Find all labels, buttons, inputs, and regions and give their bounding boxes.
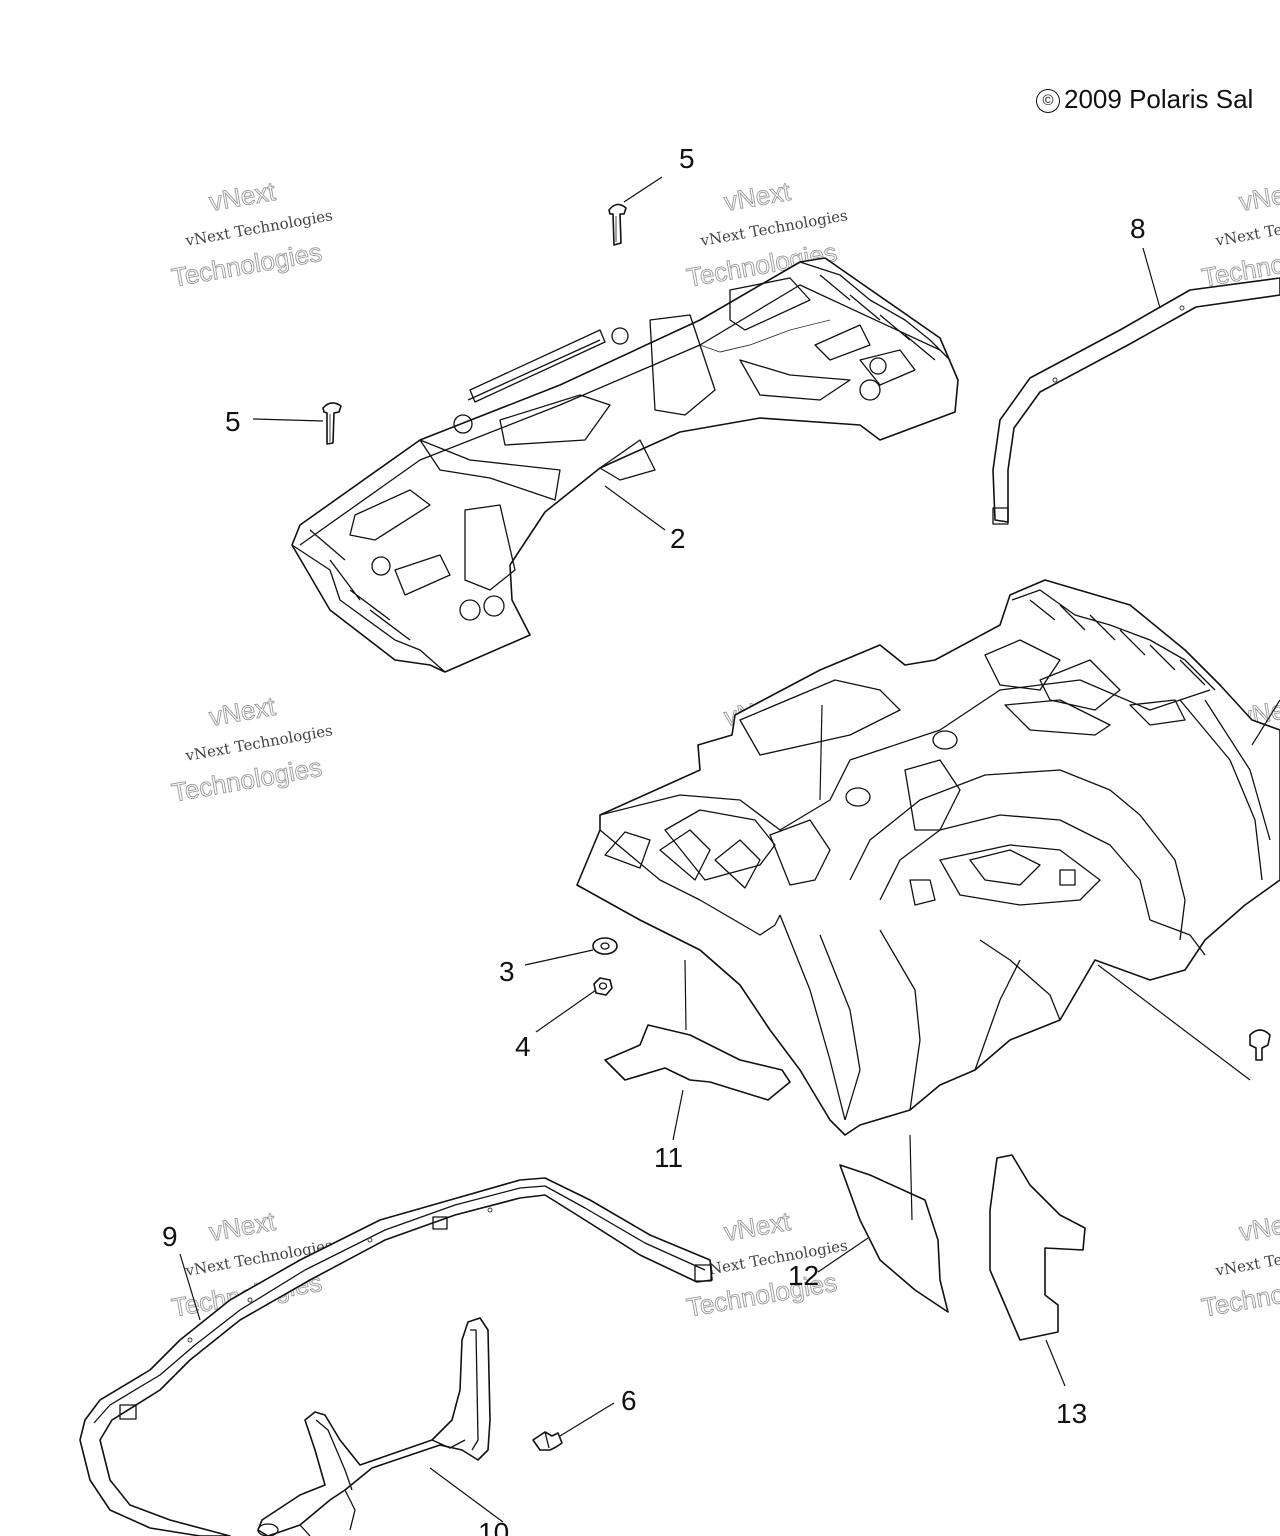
part-6-bolt	[532, 1431, 563, 1451]
leader-3	[524, 949, 594, 966]
leader-2	[604, 485, 666, 531]
leader-12	[817, 1237, 869, 1273]
leader-10	[429, 1467, 504, 1523]
part-2-front-rack	[291, 257, 959, 673]
watermark-outline-top: vNext	[1237, 176, 1280, 217]
part-13-panel	[989, 1154, 1086, 1341]
callout-12: 12	[788, 1260, 819, 1291]
leader-right-fastener	[1097, 964, 1251, 1081]
leader-right-body	[1251, 699, 1280, 746]
leader-12-up	[909, 1134, 913, 1221]
callout-9: 9	[162, 1221, 178, 1252]
leader-9	[179, 1253, 201, 1321]
watermark-1: vNext vNext Technologies Technologies	[169, 175, 334, 293]
part-9-rear-bumper-tube	[79, 1177, 713, 1536]
leader-rack-center	[819, 704, 823, 801]
callout-2: 2	[670, 523, 686, 554]
leader-lines	[179, 176, 1280, 1523]
part-5-bolt-left	[322, 402, 342, 445]
part-rear-fender-body	[576, 579, 1280, 1136]
callout-13: 13	[1056, 1398, 1087, 1429]
callout-3: 3	[499, 956, 515, 987]
leader-5-top	[623, 176, 663, 203]
leader-8	[1142, 247, 1161, 309]
leader-6	[559, 1402, 615, 1437]
watermark-4: vNext vNext Technologies Technologies	[169, 690, 334, 808]
callout-11: 11	[654, 1142, 683, 1173]
watermark-9: vNext vNext Technologies Technologies	[1199, 1205, 1280, 1323]
copyright-symbol: ©	[1036, 89, 1060, 113]
copyright-text: 2009 Polaris Sal	[1064, 84, 1254, 114]
leader-4	[535, 989, 597, 1033]
callout-5-top: 5	[679, 143, 695, 174]
watermark-outline-top: vNext	[207, 691, 278, 732]
leader-13	[1045, 1339, 1066, 1387]
callout-10: 10	[478, 1517, 509, 1536]
leader-11	[672, 1089, 684, 1141]
callout-6: 6	[621, 1385, 637, 1416]
part-11-pad	[604, 1024, 791, 1101]
watermark-outline-top: vNext	[1237, 1206, 1280, 1247]
leader-11-up	[684, 959, 687, 1031]
callout-4: 4	[515, 1031, 531, 1062]
leader-5-left	[252, 418, 324, 422]
callout-8: 8	[1130, 213, 1146, 244]
callout-labels: 5 5 8 2 3 4 11 9 12 6 13 10	[162, 143, 1146, 1536]
part-3-washer	[592, 937, 618, 955]
part-10-rear-bracket	[257, 1317, 491, 1536]
part-12-panel	[839, 1164, 949, 1313]
watermark-outline-top: vNext	[207, 176, 278, 217]
part-5-bolt-top	[608, 203, 627, 246]
watermark-outline-top: vNext	[722, 176, 793, 217]
part-4-nut	[593, 977, 613, 996]
fastener-right-edge	[1249, 1029, 1271, 1061]
part-8-front-bumper-tube	[992, 277, 1280, 525]
copyright-notice: ©2009 Polaris Sal	[1036, 84, 1253, 115]
watermark-outline-top: vNext	[207, 1206, 278, 1247]
watermark-3: vNext vNext Technologies Technologies	[1199, 175, 1280, 293]
watermark-outline-top: vNext	[722, 1206, 793, 1247]
callout-5-left: 5	[225, 406, 241, 437]
